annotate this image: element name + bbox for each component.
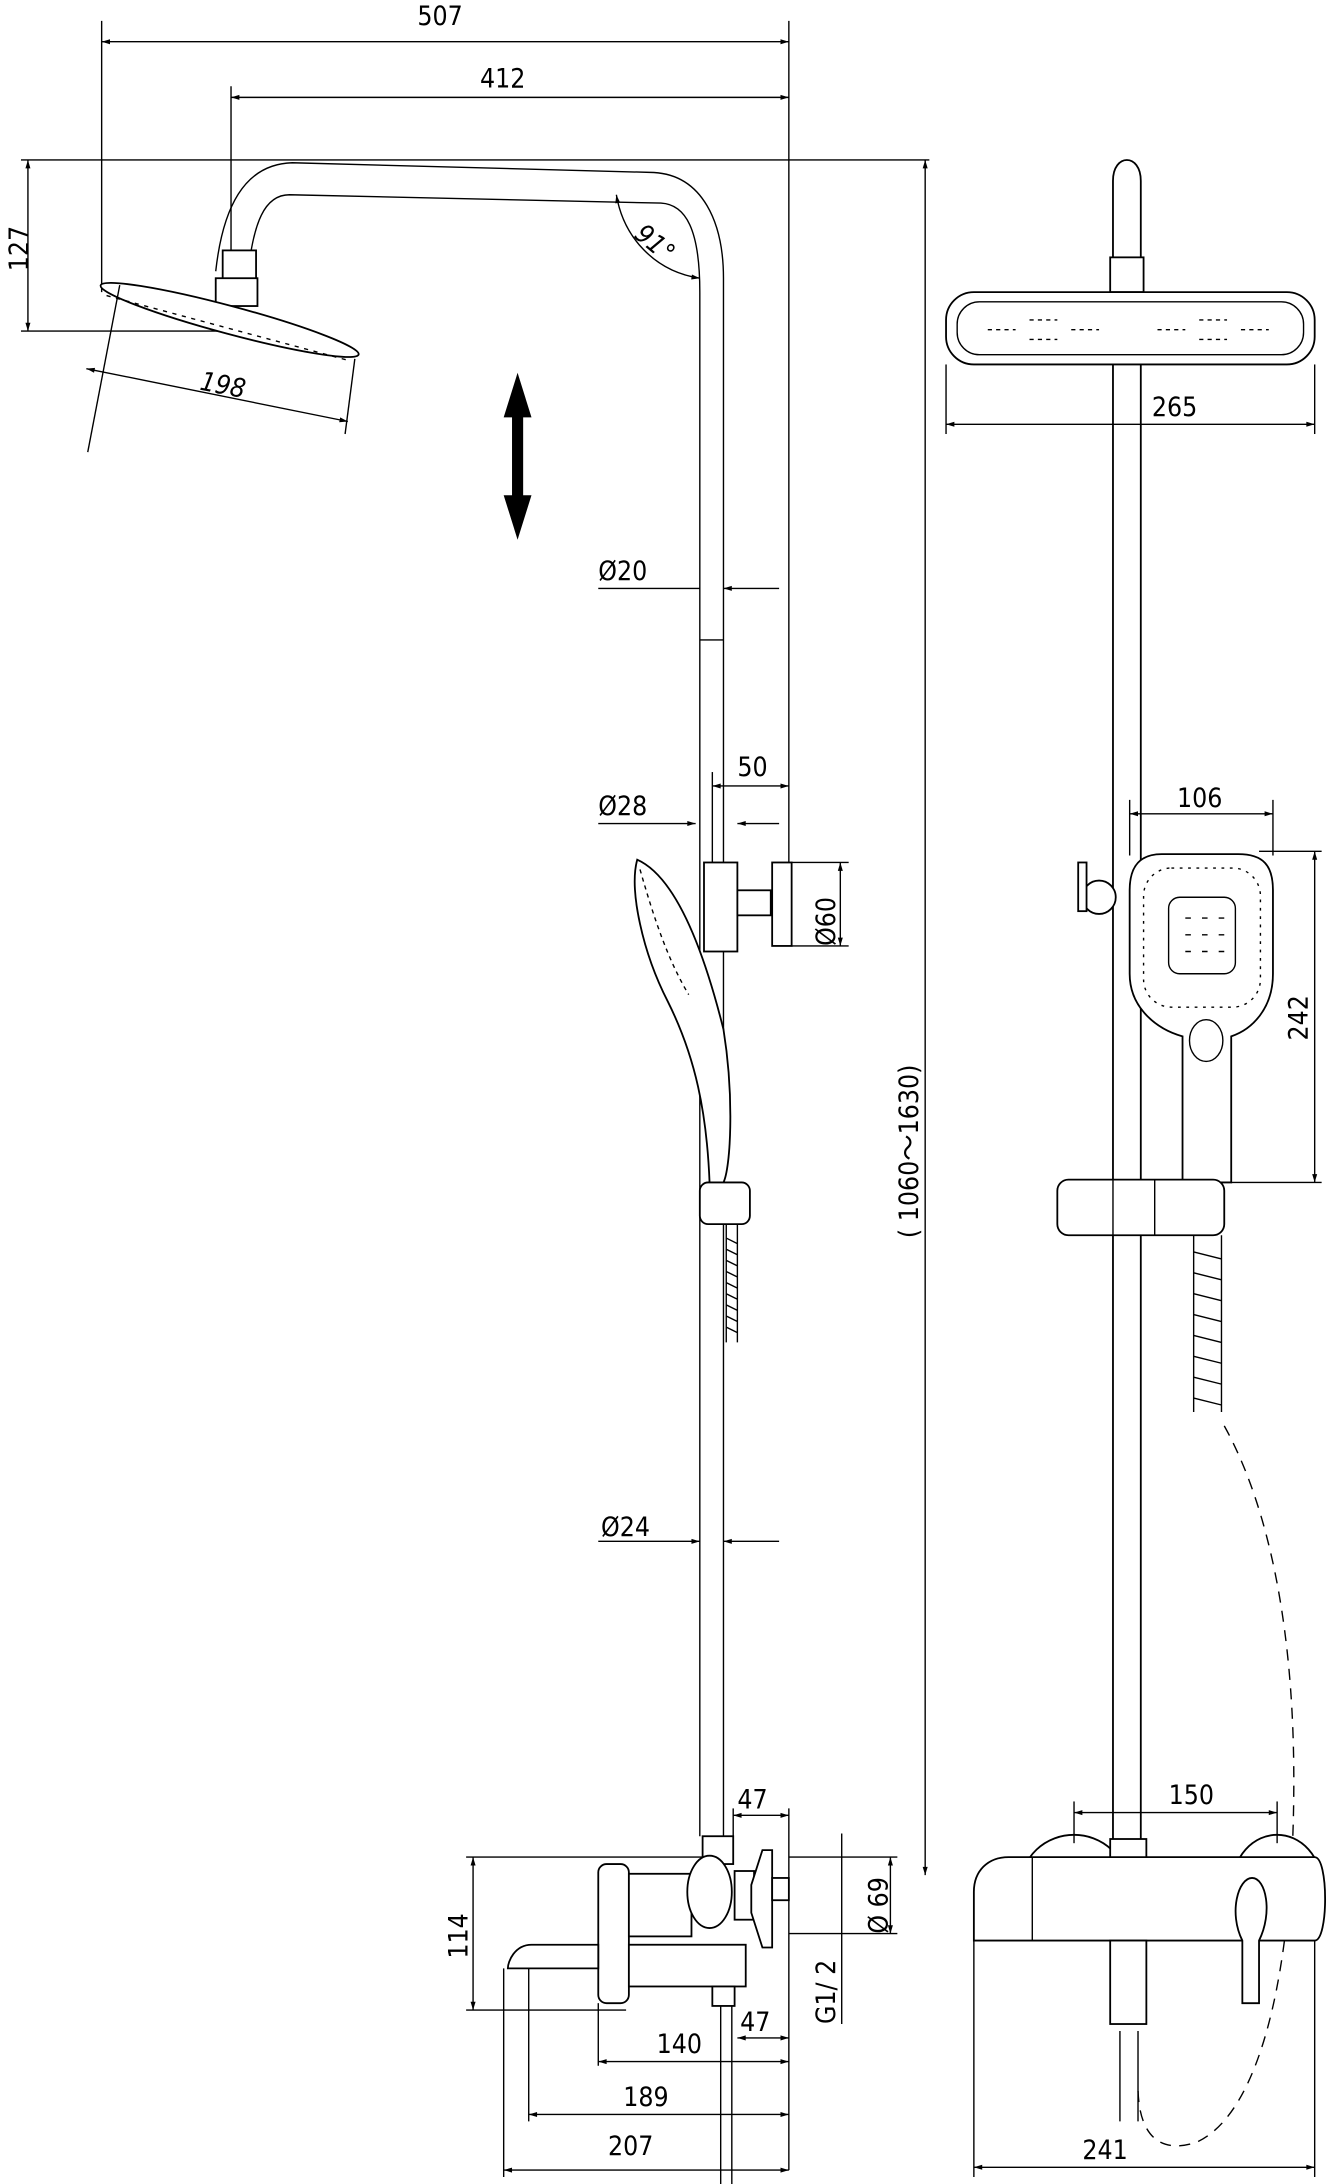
dim-114: 114 xyxy=(444,1913,475,1958)
dim-dia-28: Ø28 xyxy=(598,791,647,822)
dim-47-top: 47 xyxy=(737,1784,767,1815)
shower-arm xyxy=(215,162,725,1837)
slider-bracket xyxy=(1056,1178,1226,1237)
dim-dia-69: Ø 69 xyxy=(864,1877,895,1934)
dim-150: 150 xyxy=(1169,1780,1214,1811)
dim-242: 242 xyxy=(1284,995,1315,1040)
mixer-front xyxy=(972,1833,1326,2122)
dim-106: 106 xyxy=(1177,783,1222,814)
overhead-shower-head xyxy=(99,281,360,362)
side-view: 507 412 127 91° 198 xyxy=(4,1,930,2184)
dim-189: 189 xyxy=(623,2082,668,2113)
hose-path-dashed xyxy=(1137,1425,1295,2147)
dim-507: 507 xyxy=(417,1,462,32)
dim-dia-20: Ø20 xyxy=(598,556,647,587)
dim-140: 140 xyxy=(657,2029,702,2060)
mixer-side xyxy=(506,1835,790,2184)
thread-g-1-2: G1/ 2 xyxy=(811,1960,842,2024)
overhead-shower-front xyxy=(945,291,1316,366)
dim-50: 50 xyxy=(737,752,767,783)
dim-198: 198 xyxy=(198,366,248,405)
dim-dia-60: Ø60 xyxy=(811,897,842,946)
dim-127: 127 xyxy=(4,226,35,271)
height-adjust-arrow-icon xyxy=(503,372,532,540)
hand-shower-holder xyxy=(698,1181,751,1226)
dim-207: 207 xyxy=(608,2131,653,2162)
angle-91: 91° xyxy=(629,218,681,269)
front-view: 265 106 242 xyxy=(945,159,1326,2178)
dim-47-bottom: 47 xyxy=(740,2007,770,2038)
hose xyxy=(725,1224,739,1343)
dim-265: 265 xyxy=(1152,392,1197,423)
head-connector xyxy=(221,249,257,282)
front-pole xyxy=(1112,159,1142,1851)
dim-241: 241 xyxy=(1082,2135,1127,2166)
dim-dia-24: Ø24 xyxy=(601,1512,650,1543)
dim-height-range: ( 1060～1630) xyxy=(894,1065,925,1238)
hand-shower-front xyxy=(1128,853,1274,1184)
wall-bracket xyxy=(703,861,739,953)
dim-412: 412 xyxy=(480,64,525,95)
